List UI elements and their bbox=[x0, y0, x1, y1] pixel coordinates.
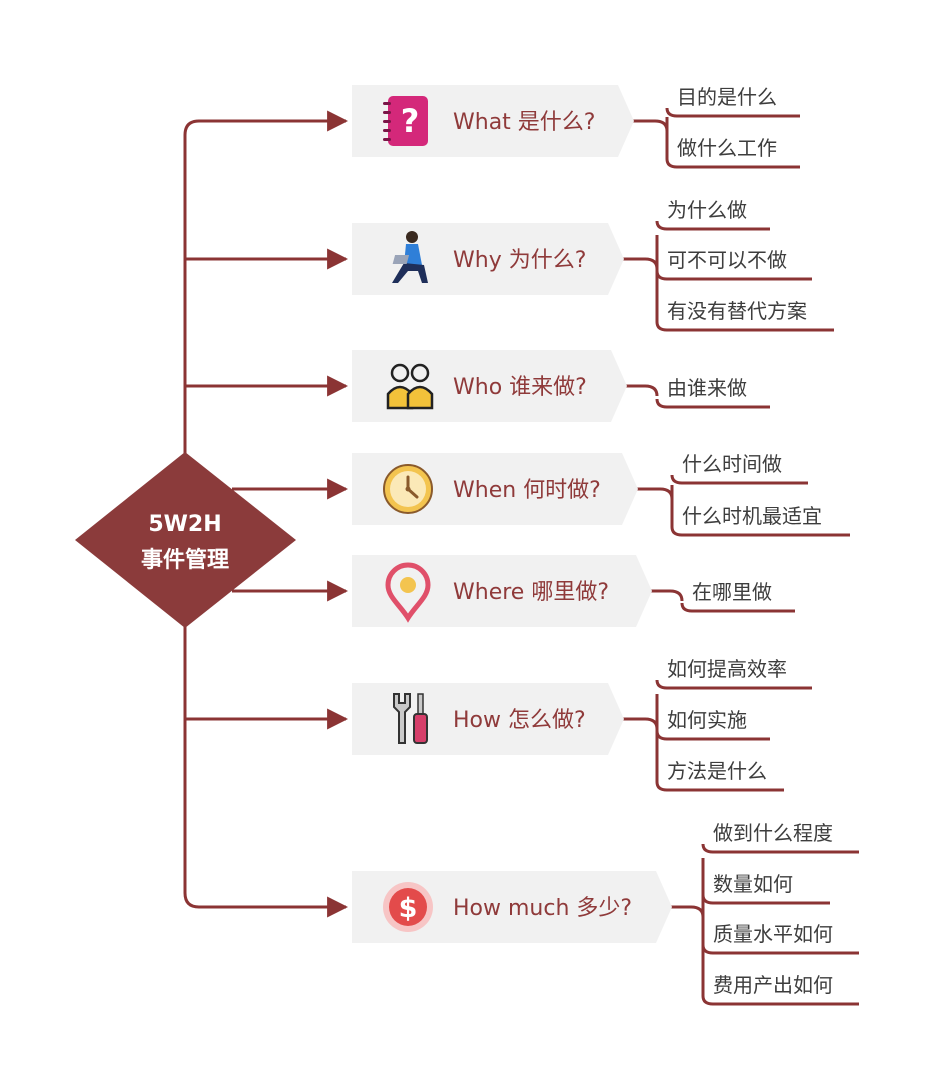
branch-label: Why 为什么? bbox=[453, 248, 586, 273]
leaf-node: 如何提高效率 bbox=[655, 657, 812, 690]
connector-lines bbox=[183, 110, 705, 996]
leaf-label: 什么时机最适宜 bbox=[682, 504, 822, 528]
leaf-node: 做什么工作 bbox=[665, 136, 800, 169]
dollar-coin-icon: $ bbox=[383, 882, 433, 932]
leaf-label: 费用产出如何 bbox=[713, 973, 833, 997]
branch-node: When 何时做? bbox=[352, 453, 638, 525]
leaf-label: 目的是什么 bbox=[677, 85, 777, 109]
leaf-connector bbox=[648, 589, 684, 602]
leaf-label: 如何实施 bbox=[667, 708, 747, 732]
leaf-node: 数量如何 bbox=[701, 872, 830, 905]
branch-connector bbox=[183, 110, 349, 136]
leaf-underline bbox=[655, 321, 834, 332]
leaf-underline bbox=[655, 398, 770, 409]
leaf-node: 目的是什么 bbox=[665, 85, 800, 118]
leaf-label: 数量如何 bbox=[713, 872, 793, 896]
leaf-underline bbox=[680, 602, 795, 613]
branch-nodes: ? What 是什么? Why 为什么? Who 谁来做? When 何时做? Where… bbox=[352, 85, 672, 943]
leaf-underline bbox=[701, 894, 830, 905]
root-diamond bbox=[75, 452, 296, 628]
leaf-node: 什么时机最适宜 bbox=[670, 504, 850, 537]
root-title: 5W2H bbox=[148, 512, 221, 537]
leaf-node: 费用产出如何 bbox=[701, 973, 859, 1006]
leaf-label: 方法是什么 bbox=[667, 759, 767, 783]
tools-icon bbox=[393, 693, 428, 744]
leaf-underline bbox=[655, 781, 784, 792]
person-laptop-icon bbox=[392, 231, 428, 283]
root-subtitle: 事件管理 bbox=[141, 547, 229, 573]
branch-connector bbox=[183, 892, 349, 918]
leaf-underline bbox=[655, 730, 770, 741]
root-node: 5W2H 事件管理 bbox=[75, 452, 296, 628]
leaf-label: 有没有替代方案 bbox=[667, 299, 807, 323]
leaf-label: 如何提高效率 bbox=[667, 657, 787, 681]
leaf-node: 如何实施 bbox=[655, 708, 770, 741]
leaf-underline bbox=[701, 995, 859, 1006]
leaf-connector bbox=[620, 717, 659, 730]
leaf-label: 可不可以不做 bbox=[667, 248, 787, 272]
leaf-underline bbox=[655, 270, 812, 281]
branch-node: Who 谁来做? bbox=[352, 350, 627, 422]
leaf-connector bbox=[630, 119, 669, 132]
leaf-node: 有没有替代方案 bbox=[655, 299, 834, 332]
leaf-label: 质量水平如何 bbox=[713, 922, 833, 946]
svg-text:$: $ bbox=[399, 893, 418, 924]
leaf-label: 在哪里做 bbox=[692, 580, 772, 604]
branch-node: $ How much 多少? bbox=[352, 871, 672, 943]
leaf-label: 由谁来做 bbox=[667, 376, 747, 400]
leaf-node: 做到什么程度 bbox=[701, 821, 859, 854]
leaf-node: 由谁来做 bbox=[655, 376, 770, 409]
branch-node: ? What 是什么? bbox=[352, 85, 634, 157]
question-notebook-icon: ? bbox=[383, 96, 428, 146]
svg-text:?: ? bbox=[401, 102, 420, 140]
leaf-node: 方法是什么 bbox=[655, 759, 784, 792]
branch-node: Where 哪里做? bbox=[352, 555, 652, 627]
branch-label: When 何时做? bbox=[453, 478, 601, 503]
leaf-node: 质量水平如何 bbox=[701, 922, 859, 955]
leaf-node: 为什么做 bbox=[655, 198, 770, 231]
leaf-connector bbox=[620, 257, 659, 270]
leaf-label: 做到什么程度 bbox=[713, 821, 833, 845]
leaf-underline bbox=[701, 944, 859, 955]
leaf-label: 为什么做 bbox=[667, 198, 747, 222]
branch-node: Why 为什么? bbox=[352, 223, 624, 295]
branch-box bbox=[352, 871, 672, 943]
branch-label: What 是什么? bbox=[453, 110, 595, 135]
clock-icon bbox=[383, 464, 433, 514]
leaf-node: 在哪里做 bbox=[680, 580, 795, 613]
leaf-underline bbox=[655, 220, 770, 231]
branch-label: How much 多少? bbox=[453, 896, 632, 921]
leaf-underline bbox=[655, 679, 812, 690]
leaf-node: 什么时间做 bbox=[670, 452, 808, 485]
branch-label: How 怎么做? bbox=[453, 708, 586, 733]
people-icon bbox=[386, 363, 434, 410]
leaf-underline bbox=[670, 526, 850, 537]
leaf-nodes: 目的是什么做什么工作为什么做可不可以不做有没有替代方案由谁来做什么时间做什么时机… bbox=[655, 85, 859, 1006]
leaf-connector bbox=[623, 384, 659, 397]
leaf-underline bbox=[665, 158, 800, 169]
leaf-connector bbox=[668, 905, 705, 918]
leaf-underline bbox=[665, 107, 800, 118]
leaf-underline bbox=[670, 474, 808, 485]
leaf-connector bbox=[634, 487, 674, 500]
leaf-label: 什么时间做 bbox=[682, 452, 782, 476]
location-pin-icon bbox=[385, 562, 431, 623]
branch-node: How 怎么做? bbox=[352, 683, 624, 755]
leaf-underline bbox=[701, 843, 859, 854]
leaf-label: 做什么工作 bbox=[677, 136, 777, 160]
branch-label: Who 谁来做? bbox=[453, 375, 587, 400]
leaf-node: 可不可以不做 bbox=[655, 248, 812, 281]
branch-label: Where 哪里做? bbox=[453, 580, 609, 605]
